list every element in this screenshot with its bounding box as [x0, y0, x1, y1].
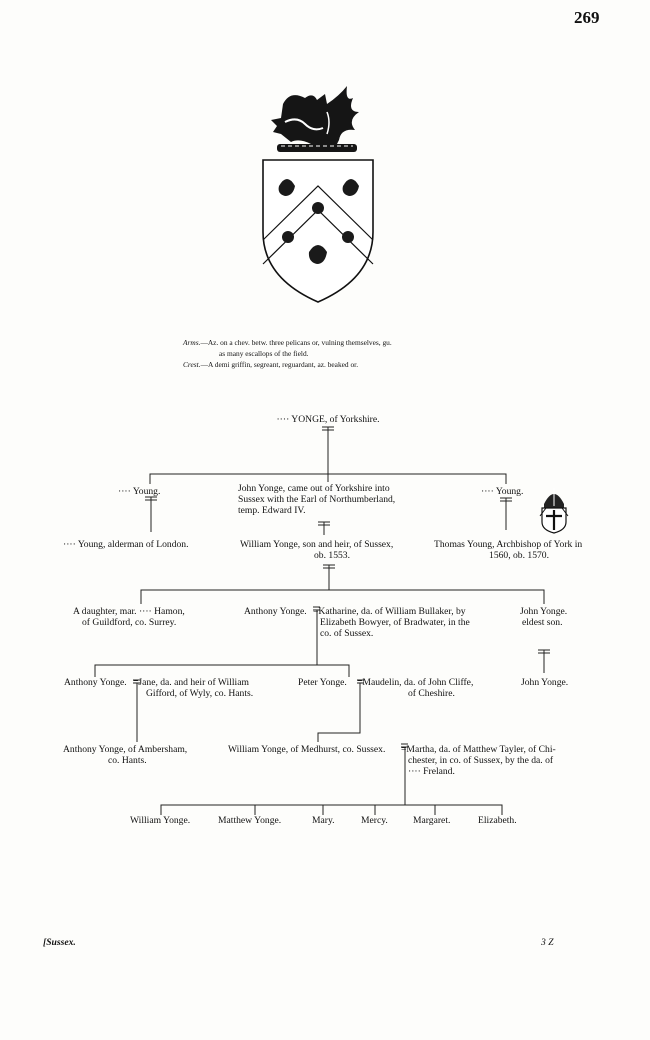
- gen1-young-left: ···· Young.: [118, 486, 161, 497]
- gen4-john-yonge: John Yonge.: [521, 677, 569, 688]
- gen1-john-yonge-line2: Sussex with the Earl of Northumberland,: [238, 494, 396, 505]
- gen2-young-alderman: ···· Young, alderman of London.: [63, 539, 189, 550]
- gen5-martha-line3: ···· Freland.: [408, 766, 455, 777]
- gen4-jane-line1: =Jane, da. and heir of William: [133, 677, 249, 688]
- gen3-john-eldest-son: eldest son.: [522, 617, 563, 628]
- gen5-martha-line2: chester, in co. of Sussex, by the da. of: [408, 755, 554, 766]
- gen4-maudelin-line1: =Maudelin, da. of John Cliffe,: [357, 677, 474, 688]
- gen4-peter-yonge: Peter Yonge.: [298, 677, 347, 688]
- gen2-thomas-young-line1: Thomas Young, Archbishop of York in: [434, 539, 583, 550]
- root-yonge-of-yorkshire: ···· YONGE, of Yorkshire.: [276, 414, 380, 425]
- gen4-maudelin-line2: of Cheshire.: [408, 688, 455, 699]
- gen6-mercy: Mercy.: [361, 815, 388, 826]
- gen1-john-yonge-line1: John Yonge, came out of Yorkshire into: [238, 483, 390, 494]
- footer-county: [Sussex.: [43, 937, 76, 948]
- gen3-daughter-line1: A daughter, mar. ···· Hamon,: [73, 606, 185, 617]
- arms-blazon-line1: Arms.—Az. on a chev. betw. three pelican…: [183, 338, 392, 347]
- page-number: 269: [574, 8, 600, 27]
- gen2-william-yonge-line2: ob. 1553.: [314, 550, 350, 561]
- gen4-anthony-yonge: Anthony Yonge.: [64, 677, 127, 688]
- gen6-matthew-yonge: Matthew Yonge.: [218, 815, 282, 826]
- crest-label: Crest.: [183, 360, 201, 369]
- arms-label: Arms.: [183, 338, 201, 347]
- gen4-jane-line2: Gifford, of Wyly, co. Hants.: [146, 688, 254, 699]
- gen1-john-yonge-line3: temp. Edward IV.: [238, 505, 306, 516]
- coat-of-arms-icon: [262, 86, 374, 303]
- griffin-crest-icon: [271, 86, 359, 152]
- gen3-daughter-line2: of Guildford, co. Surrey.: [82, 617, 177, 628]
- gen1-young-right: ···· Young.: [481, 486, 524, 497]
- crest-blazon: Crest.—A demi griffin, segreant, reguard…: [183, 360, 359, 369]
- gen3-katharine-line1: =Katharine, da. of William Bullaker, by: [313, 606, 466, 617]
- gen5-martha-line1: =Martha, da. of Matthew Tayler, of Chi-: [401, 744, 556, 755]
- gen2-thomas-young-line2: 1560, ob. 1570.: [489, 550, 549, 561]
- gen3-anthony-yonge: Anthony Yonge.: [244, 606, 307, 617]
- arms-blazon-line2: as many escallops of the field.: [219, 349, 309, 358]
- gen6-margaret: Margaret.: [413, 815, 451, 826]
- gen5-anthony-yonge-line2: co. Hants.: [108, 755, 147, 766]
- shield-icon: [262, 159, 374, 303]
- gen2-william-yonge-line1: William Yonge, son and heir, of Sussex,: [240, 539, 394, 550]
- gen3-katharine-line3: co. of Sussex.: [320, 628, 374, 639]
- gen6-elizabeth: Elizabeth.: [478, 815, 517, 826]
- gen3-john-yonge: John Yonge.: [520, 606, 568, 617]
- gen6-william-yonge: William Yonge.: [130, 815, 191, 826]
- gen5-william-yonge: William Yonge, of Medhurst, co. Sussex.: [228, 744, 386, 755]
- gen6-mary: Mary.: [312, 815, 335, 826]
- footer-signature-mark: 3 Z: [541, 937, 554, 948]
- archbishop-mitre-icon: [539, 488, 569, 534]
- gen3-katharine-line2: Elizabeth Bowyer, of Bradwater, in the: [320, 617, 470, 628]
- gen5-anthony-yonge-line1: Anthony Yonge, of Ambersham,: [63, 744, 188, 755]
